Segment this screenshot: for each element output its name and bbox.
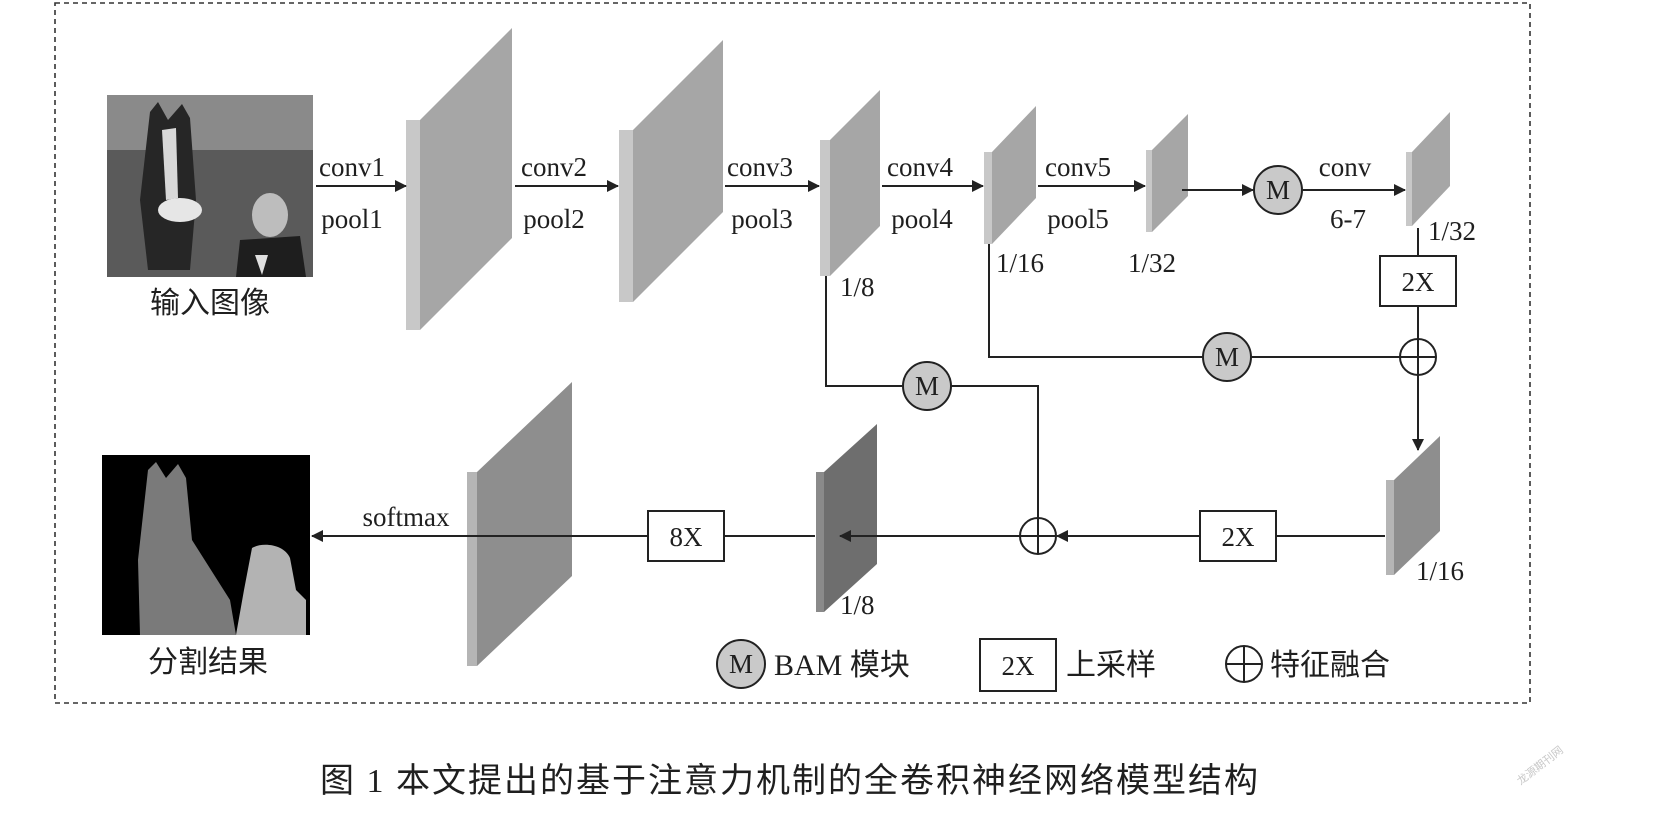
upsample-2x-right-label: 2X: [1402, 267, 1436, 297]
layer-conv67: [1406, 112, 1450, 226]
legend-upsample-text: 上采样: [1066, 649, 1156, 682]
legend-bam-icon-label: M: [729, 649, 753, 679]
label-pool3: pool3: [731, 204, 793, 234]
legend-fusion-icon: [1225, 645, 1263, 683]
upsample-2x-bottom: [1199, 510, 1277, 562]
upsample-8x-label: 8X: [670, 522, 704, 552]
label-pool1: pool1: [321, 204, 383, 234]
layer-up8: [816, 424, 877, 612]
label-conv67-bottom: 6-7: [1330, 204, 1366, 234]
input-label: 输入图像: [150, 287, 270, 320]
legend-bam-icon: [716, 639, 766, 689]
layer-final: [467, 382, 572, 666]
scale-1-8-top: 1/8: [840, 272, 875, 302]
skip-line-1-16: [988, 244, 1203, 358]
input-image: [107, 95, 313, 277]
bam-module-top-label: M: [1266, 175, 1290, 205]
legend-upsample-icon-label: 2X: [1002, 651, 1036, 681]
fusion-node-right: [1399, 338, 1437, 376]
layer-up16: [1386, 436, 1440, 575]
legend-bam-text: BAM 模块: [774, 649, 910, 682]
layer-conv3: [820, 90, 880, 276]
label-softmax: softmax: [363, 502, 450, 532]
fusion-node-bottom: [1019, 517, 1057, 555]
label-conv3: conv3: [727, 152, 793, 182]
label-pool4: pool4: [891, 204, 953, 234]
scale-1-32-conv67: 1/32: [1428, 216, 1476, 246]
label-conv1: conv1: [319, 152, 385, 182]
bam-module-left-label: M: [915, 371, 939, 401]
legend-upsample-icon: [979, 638, 1057, 692]
bam-module-top: [1253, 165, 1303, 215]
label-conv5: conv5: [1045, 152, 1111, 182]
layer-conv4: [984, 106, 1036, 244]
scale-1-16-bottom: 1/16: [1416, 556, 1464, 586]
output-segmentation: [102, 455, 310, 635]
layer-conv2: [619, 40, 723, 302]
legend-fusion-text: 特征融合: [1270, 649, 1390, 682]
upsample-2x-bottom-label: 2X: [1222, 522, 1256, 552]
output-label: 分割结果: [148, 646, 268, 679]
dashed-frame: [54, 2, 1531, 704]
label-conv67-top: conv: [1319, 152, 1372, 182]
legend: M BAM 模块 2X 上采样 特征融合: [716, 638, 1390, 692]
layer-conv1: [406, 28, 512, 330]
scale-1-8-bottom: 1/8: [840, 590, 875, 620]
scale-1-32-pool5: 1/32: [1128, 248, 1176, 278]
skip-line-1-8-right: [951, 385, 1039, 518]
scale-1-16-top: 1/16: [996, 248, 1044, 278]
watermark: 龙源期刊网: [1514, 743, 1566, 788]
label-pool5: pool5: [1047, 204, 1109, 234]
label-conv4: conv4: [887, 152, 953, 182]
label-conv2: conv2: [521, 152, 587, 182]
skip-line-1-8: [825, 276, 902, 387]
figure-caption: 图 1 本文提出的基于注意力机制的全卷积神经网络模型结构: [320, 762, 1260, 800]
upsample-2x-right: [1379, 255, 1457, 307]
label-pool2: pool2: [523, 204, 585, 234]
bam-module-mid-label: M: [1215, 342, 1239, 372]
layer-conv5: [1146, 114, 1188, 232]
